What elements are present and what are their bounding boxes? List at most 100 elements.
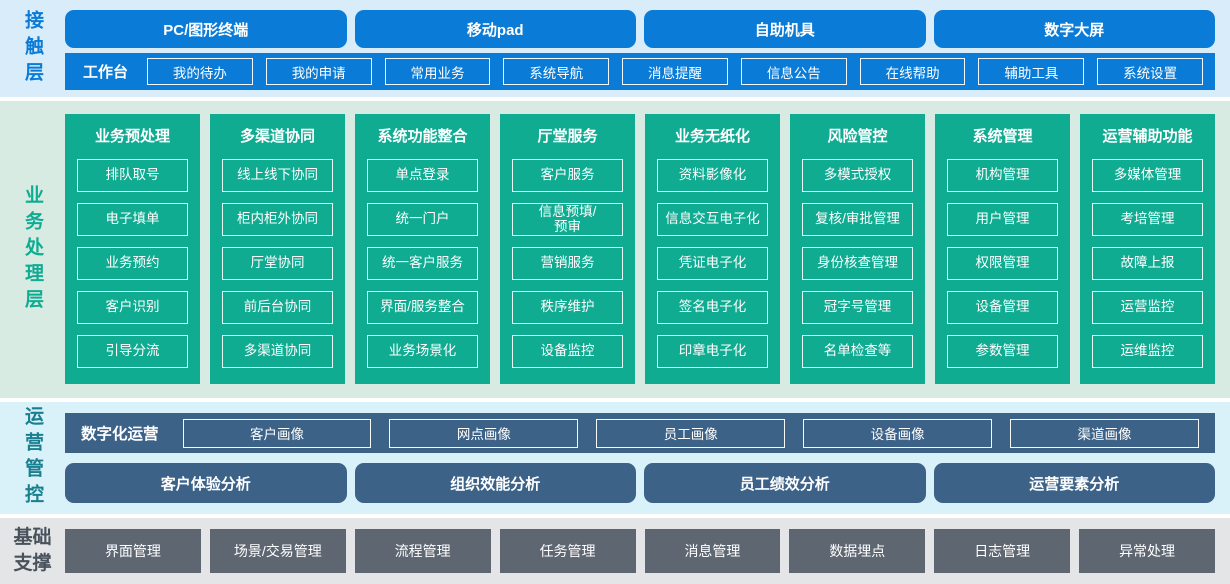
biz-item: 前后台协同 [222, 291, 333, 324]
device-pad: 移动pad [354, 10, 636, 48]
workbench-bar: 工作台 我的待办 我的申请 常用业务 系统导航 消息提醒 信息公告 在线帮助 辅… [65, 53, 1215, 90]
column-system-management: 系统管理 机构管理 用户管理 权限管理 设备管理 参数管理 [935, 114, 1070, 384]
analysis-row: 客户体验分析 组织效能分析 员工绩效分析 运营要素分析 [65, 463, 1215, 503]
column-title: 运营辅助功能 [1102, 128, 1193, 145]
column-title: 业务预处理 [94, 128, 170, 145]
portrait-device: 设备画像 [803, 418, 993, 448]
analysis-org-efficiency: 组织效能分析 [354, 463, 636, 503]
workbench-item-applications: 我的申请 [265, 58, 372, 85]
biz-item: 运维监控 [1092, 335, 1203, 368]
digital-operations-label: 数字化运营 [81, 426, 159, 443]
biz-item: 统一门户 [367, 203, 478, 236]
column-system-integration: 系统功能整合 单点登录 统一门户 统一客户服务 界面/服务整合 业务场景化 [355, 114, 490, 384]
analysis-customer-experience: 客户体验分析 [65, 463, 347, 503]
biz-item: 业务预约 [77, 247, 188, 280]
device-pc: PC/图形终端 [65, 10, 347, 48]
base-scene-transaction: 场景/交易管理 [209, 529, 346, 573]
base-row: 界面管理 场景/交易管理 流程管理 任务管理 消息管理 数据埋点 日志管理 异常… [65, 529, 1215, 573]
workbench-item-announcements: 信息公告 [740, 58, 847, 85]
device-self-service: 自助机具 [644, 10, 926, 48]
biz-item: 秩序维护 [512, 291, 623, 324]
base-layer-gutter: 基础 支撑 [0, 518, 65, 584]
operations-layer-gutter: 运营管控 [0, 402, 65, 514]
business-layer-label: 业务处理层 [22, 184, 43, 315]
biz-item: 多媒体管理 [1092, 159, 1203, 192]
biz-item: 资料影像化 [657, 159, 768, 192]
column-paperless-business: 业务无纸化 资料影像化 信息交互电子化 凭证电子化 签名电子化 印章电子化 [645, 114, 780, 384]
contact-layer-label: 接触层 [22, 9, 43, 88]
column-title: 风险管控 [827, 128, 888, 145]
operations-layer-label: 运营管控 [22, 406, 43, 510]
column-hall-service: 厅堂服务 客户服务 信息预填/ 预审 营销服务 秩序维护 设备监控 [500, 114, 635, 384]
biz-item: 引导分流 [77, 335, 188, 368]
business-layer-section: 业务处理层 业务预处理 排队取号 电子填单 业务预约 客户识别 引导分流 多渠道… [0, 101, 1230, 398]
biz-item: 考培管理 [1092, 203, 1203, 236]
base-process-management: 流程管理 [354, 529, 491, 573]
biz-item: 排队取号 [77, 159, 188, 192]
biz-item: 厅堂协同 [222, 247, 333, 280]
column-multichannel-collaboration: 多渠道协同 线上线下协同 柜内柜外协同 厅堂协同 前后台协同 多渠道协同 [210, 114, 345, 384]
biz-item: 参数管理 [947, 335, 1058, 368]
band-divider [0, 514, 1230, 518]
column-title: 厅堂服务 [537, 128, 598, 145]
column-title: 业务无纸化 [674, 128, 750, 145]
workbench-label: 工作台 [83, 64, 129, 81]
biz-item: 信息交互电子化 [657, 203, 768, 236]
column-ops-auxiliary: 运营辅助功能 多媒体管理 考培管理 故障上报 运营监控 运维监控 [1080, 114, 1215, 384]
biz-item: 名单检查等 [802, 335, 913, 368]
column-risk-control: 风险管控 多模式授权 复核/审批管理 身份核查管理 冠字号管理 名单检查等 [790, 114, 925, 384]
biz-item: 身份核查管理 [802, 247, 913, 280]
biz-item: 用户管理 [947, 203, 1058, 236]
contact-layer-gutter: 接触层 [0, 0, 65, 97]
business-columns: 业务预处理 排队取号 电子填单 业务预约 客户识别 引导分流 多渠道协同 线上线… [65, 114, 1215, 384]
base-exception-handling: 异常处理 [1079, 529, 1215, 573]
portrait-branch: 网点画像 [389, 418, 579, 448]
biz-item: 故障上报 [1092, 247, 1203, 280]
biz-item: 营销服务 [512, 247, 623, 280]
business-layer-gutter: 业务处理层 [0, 101, 65, 398]
biz-item: 信息预填/ 预审 [512, 203, 623, 236]
biz-item: 冠字号管理 [802, 291, 913, 324]
biz-item: 多渠道协同 [222, 335, 333, 368]
digital-operations-bar: 数字化运营 客户画像 网点画像 员工画像 设备画像 渠道画像 [65, 413, 1215, 453]
biz-item: 柜内柜外协同 [222, 203, 333, 236]
analysis-employee-performance: 员工绩效分析 [644, 463, 926, 503]
base-message-management: 消息管理 [644, 529, 781, 573]
column-business-preprocessing: 业务预处理 排队取号 电子填单 业务预约 客户识别 引导分流 [65, 114, 200, 384]
column-title: 多渠道协同 [239, 128, 315, 145]
portrait-employee: 员工画像 [596, 418, 786, 448]
biz-item: 设备监控 [512, 335, 623, 368]
biz-item: 签名电子化 [657, 291, 768, 324]
workbench-item-reminders: 消息提醒 [622, 58, 728, 85]
base-task-management: 任务管理 [499, 529, 636, 573]
analysis-ops-elements: 运营要素分析 [933, 463, 1215, 503]
workbench-item-common-business: 常用业务 [384, 58, 491, 85]
base-ui-management: 界面管理 [65, 529, 201, 573]
portrait-channel: 渠道画像 [1010, 418, 1199, 448]
device-big-screen: 数字大屏 [933, 10, 1215, 48]
workbench-item-todo: 我的待办 [147, 58, 253, 85]
contact-layer-section: 接触层 PC/图形终端 移动pad 自助机具 数字大屏 工作台 我的待办 我的申… [0, 0, 1230, 97]
biz-item: 复核/审批管理 [802, 203, 913, 236]
column-title: 系统功能整合 [377, 128, 468, 145]
biz-item: 印章电子化 [657, 335, 768, 368]
base-data-tracking: 数据埋点 [789, 529, 926, 573]
biz-item: 权限管理 [947, 247, 1058, 280]
biz-item: 运营监控 [1092, 291, 1203, 324]
workbench-item-aux-tools: 辅助工具 [978, 58, 1085, 85]
biz-item: 客户识别 [77, 291, 188, 324]
biz-item: 凭证电子化 [657, 247, 768, 280]
biz-item: 机构管理 [947, 159, 1058, 192]
workbench-item-navigation: 系统导航 [503, 58, 610, 85]
workbench-item-online-help: 在线帮助 [859, 58, 966, 85]
biz-item: 多模式授权 [802, 159, 913, 192]
operations-layer-section: 运营管控 数字化运营 客户画像 网点画像 员工画像 设备画像 渠道画像 客户体验… [0, 402, 1230, 514]
device-row: PC/图形终端 移动pad 自助机具 数字大屏 [65, 10, 1215, 48]
base-layer-section: 基础 支撑 界面管理 场景/交易管理 流程管理 任务管理 消息管理 数据埋点 日… [0, 518, 1230, 584]
biz-item: 电子填单 [77, 203, 188, 236]
biz-item: 界面/服务整合 [367, 291, 478, 324]
band-divider [0, 398, 1230, 402]
portrait-customer: 客户画像 [182, 418, 372, 448]
biz-item: 客户服务 [512, 159, 623, 192]
band-divider [0, 97, 1230, 101]
